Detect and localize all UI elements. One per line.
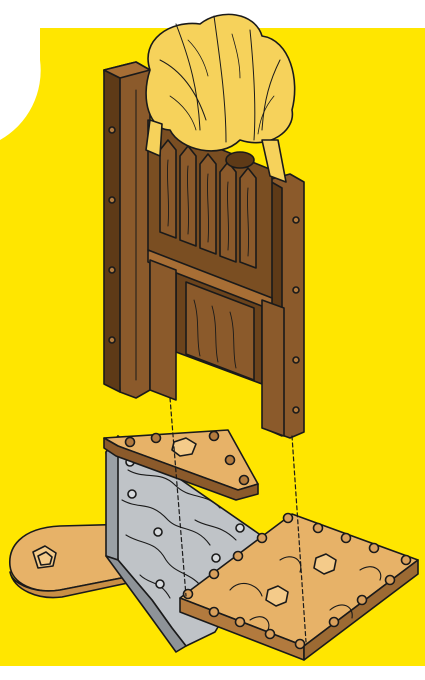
- gate-body: [148, 120, 284, 436]
- left-pillar: [104, 62, 150, 398]
